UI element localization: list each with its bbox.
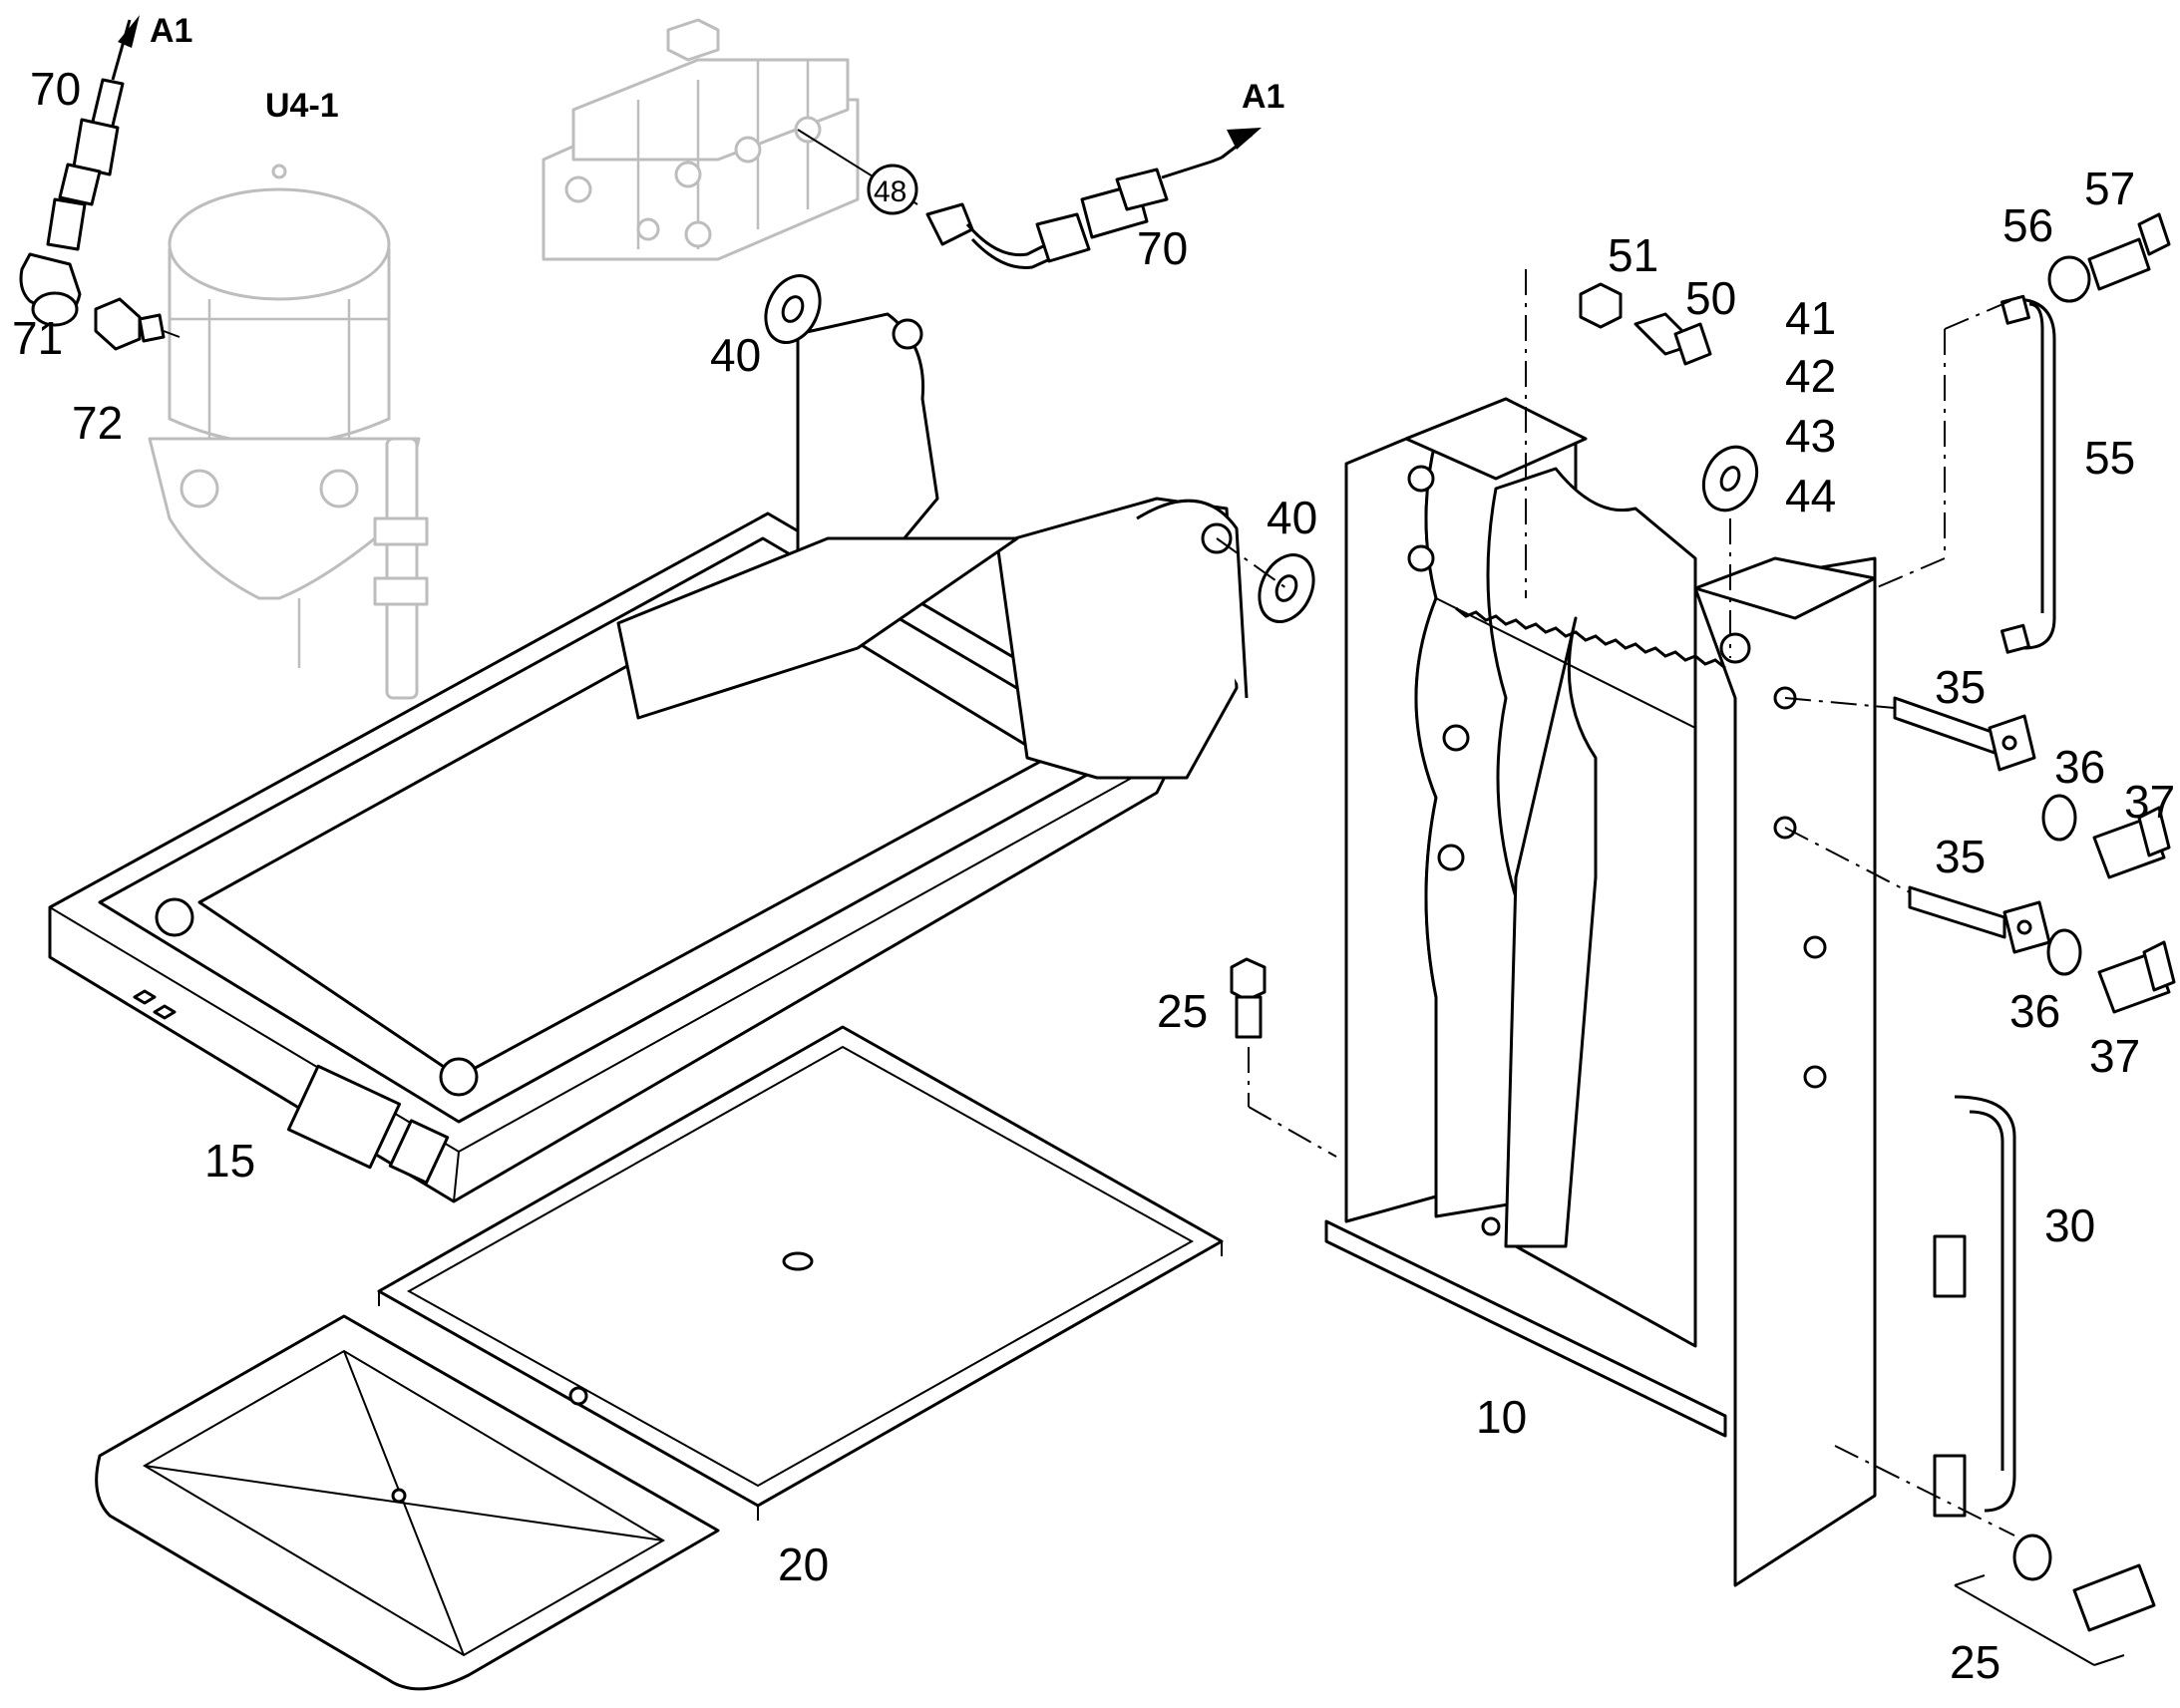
washer-41-44 [1701,445,1759,658]
handle-55 [1874,212,2171,654]
callout-44: 44 [1785,470,1836,521]
pin-set-upper [1784,696,2171,879]
callout-35-upper: 35 [1935,661,1986,713]
callout-43: 43 [1785,410,1836,462]
labels: U4-1 A1 A1 70 71 72 48 70 40 40 51 50 41… [12,12,2175,1688]
callout-40-upper: 40 [710,329,761,381]
arrow-ref-left: A1 [150,12,192,50]
valve-block [542,18,860,261]
washers-40 [764,274,1315,623]
callout-20: 20 [778,1538,829,1590]
callout-48: 48 [874,175,907,208]
callout-50: 50 [1685,272,1736,324]
callout-37-upper: 37 [2124,776,2175,828]
callout-10: 10 [1476,1391,1527,1443]
lubrication-pump [148,164,429,700]
callout-51: 51 [1608,229,1658,281]
callout-30: 30 [2044,1199,2095,1251]
callout-71: 71 [12,312,63,364]
pin-set-lower [1784,827,2176,1014]
callout-25-left: 25 [1157,985,1208,1037]
callout-35-lower: 35 [1935,831,1986,882]
cover-plate [377,1025,1224,1521]
callout-70-center: 70 [1137,222,1188,274]
callout-56: 56 [2002,199,2053,251]
bolt-50-nut-51 [1525,269,1712,598]
handle-30 [1834,1095,2156,1666]
hose-fittings-left [19,15,181,351]
base-frame [48,312,1249,1203]
callout-40-lower: 40 [1267,492,1317,543]
assembly-label: U4-1 [265,87,339,125]
hose-fittings-center [797,128,1262,269]
callout-36-upper: 36 [2054,741,2105,793]
arrow-ref-center: A1 [1242,78,1284,116]
rack-teeth [1455,606,1726,670]
callout-70-left: 70 [30,63,81,115]
callout-36-lower: 36 [2009,985,2060,1037]
callout-72: 72 [72,397,123,449]
callout-25-right: 25 [1950,1636,2000,1688]
callout-55: 55 [2084,432,2135,484]
callout-15: 15 [204,1135,255,1187]
column-weldment [1324,397,1877,1587]
bottom-tray [95,1314,720,1691]
bolt-25-left [1230,957,1337,1158]
callout-41: 41 [1785,292,1836,344]
callout-57: 57 [2084,163,2135,214]
callout-42: 42 [1785,350,1836,402]
callout-37-lower: 37 [2089,1030,2140,1082]
